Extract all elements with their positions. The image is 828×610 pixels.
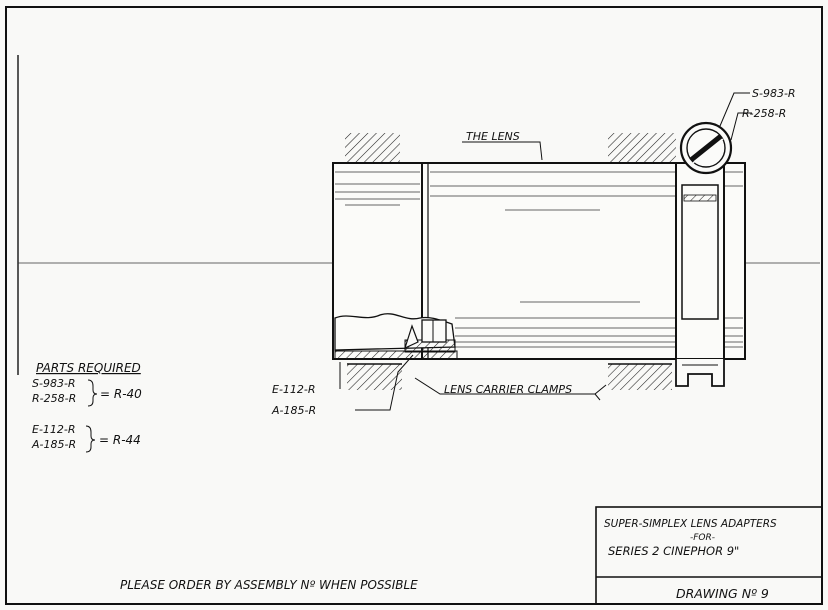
- screw-slot: [689, 134, 723, 162]
- leader-lines: [339, 92, 752, 411]
- support-block-top-right: [608, 133, 676, 163]
- parts-group2-line2: A-185-R: [31, 438, 76, 451]
- label-clamps: LENS CARRIER CLAMPS: [444, 383, 572, 396]
- parts-group1-line1: S-983-R: [32, 377, 76, 390]
- label-the-lens: THE LENS: [466, 130, 520, 143]
- leader-labels: THE LENS S-983-R R-258-R E-112-R A-185-R…: [271, 87, 796, 417]
- title-line2: -FOR-: [690, 533, 715, 543]
- drawing-border: [5, 6, 823, 605]
- parts-heading: PARTS REQUIRED: [36, 361, 141, 375]
- title-line1: SUPER-SIMPLEX LENS ADAPTERS: [604, 518, 777, 530]
- label-roller-part: R-258-R: [742, 107, 786, 120]
- title-line3: SERIES 2 CINEPHOR 9": [608, 544, 739, 558]
- brace-2: [85, 425, 96, 453]
- label-left-part-1: E-112-R: [272, 383, 316, 396]
- roller-screw: [679, 121, 733, 175]
- order-note: PLEASE ORDER BY ASSEMBLY Nº WHEN POSSIBL…: [120, 578, 418, 592]
- drawing-number: DRAWING Nº 9: [676, 586, 769, 601]
- label-screw-part: S-983-R: [752, 87, 796, 100]
- parts-group1-result: = R-40: [100, 387, 142, 401]
- support-block-bottom-left: [347, 364, 402, 390]
- parts-group1-line2: R-258-R: [32, 392, 76, 405]
- support-blocks: [345, 133, 676, 390]
- title-block: SUPER-SIMPLEX LENS ADAPTERS -FOR- SERIES…: [595, 506, 823, 605]
- support-block-top-left: [345, 133, 400, 163]
- parts-group2-result: = R-44: [99, 433, 141, 447]
- parts-group2-line1: E-112-R: [32, 423, 76, 436]
- brace-1: [87, 379, 98, 407]
- label-left-part-2: A-185-R: [271, 404, 316, 417]
- parts-required: PARTS REQUIRED S-983-R R-258-R = R-40 E-…: [31, 361, 142, 453]
- lens-ring-assembly: [675, 162, 725, 387]
- support-block-bottom-right: [608, 364, 672, 390]
